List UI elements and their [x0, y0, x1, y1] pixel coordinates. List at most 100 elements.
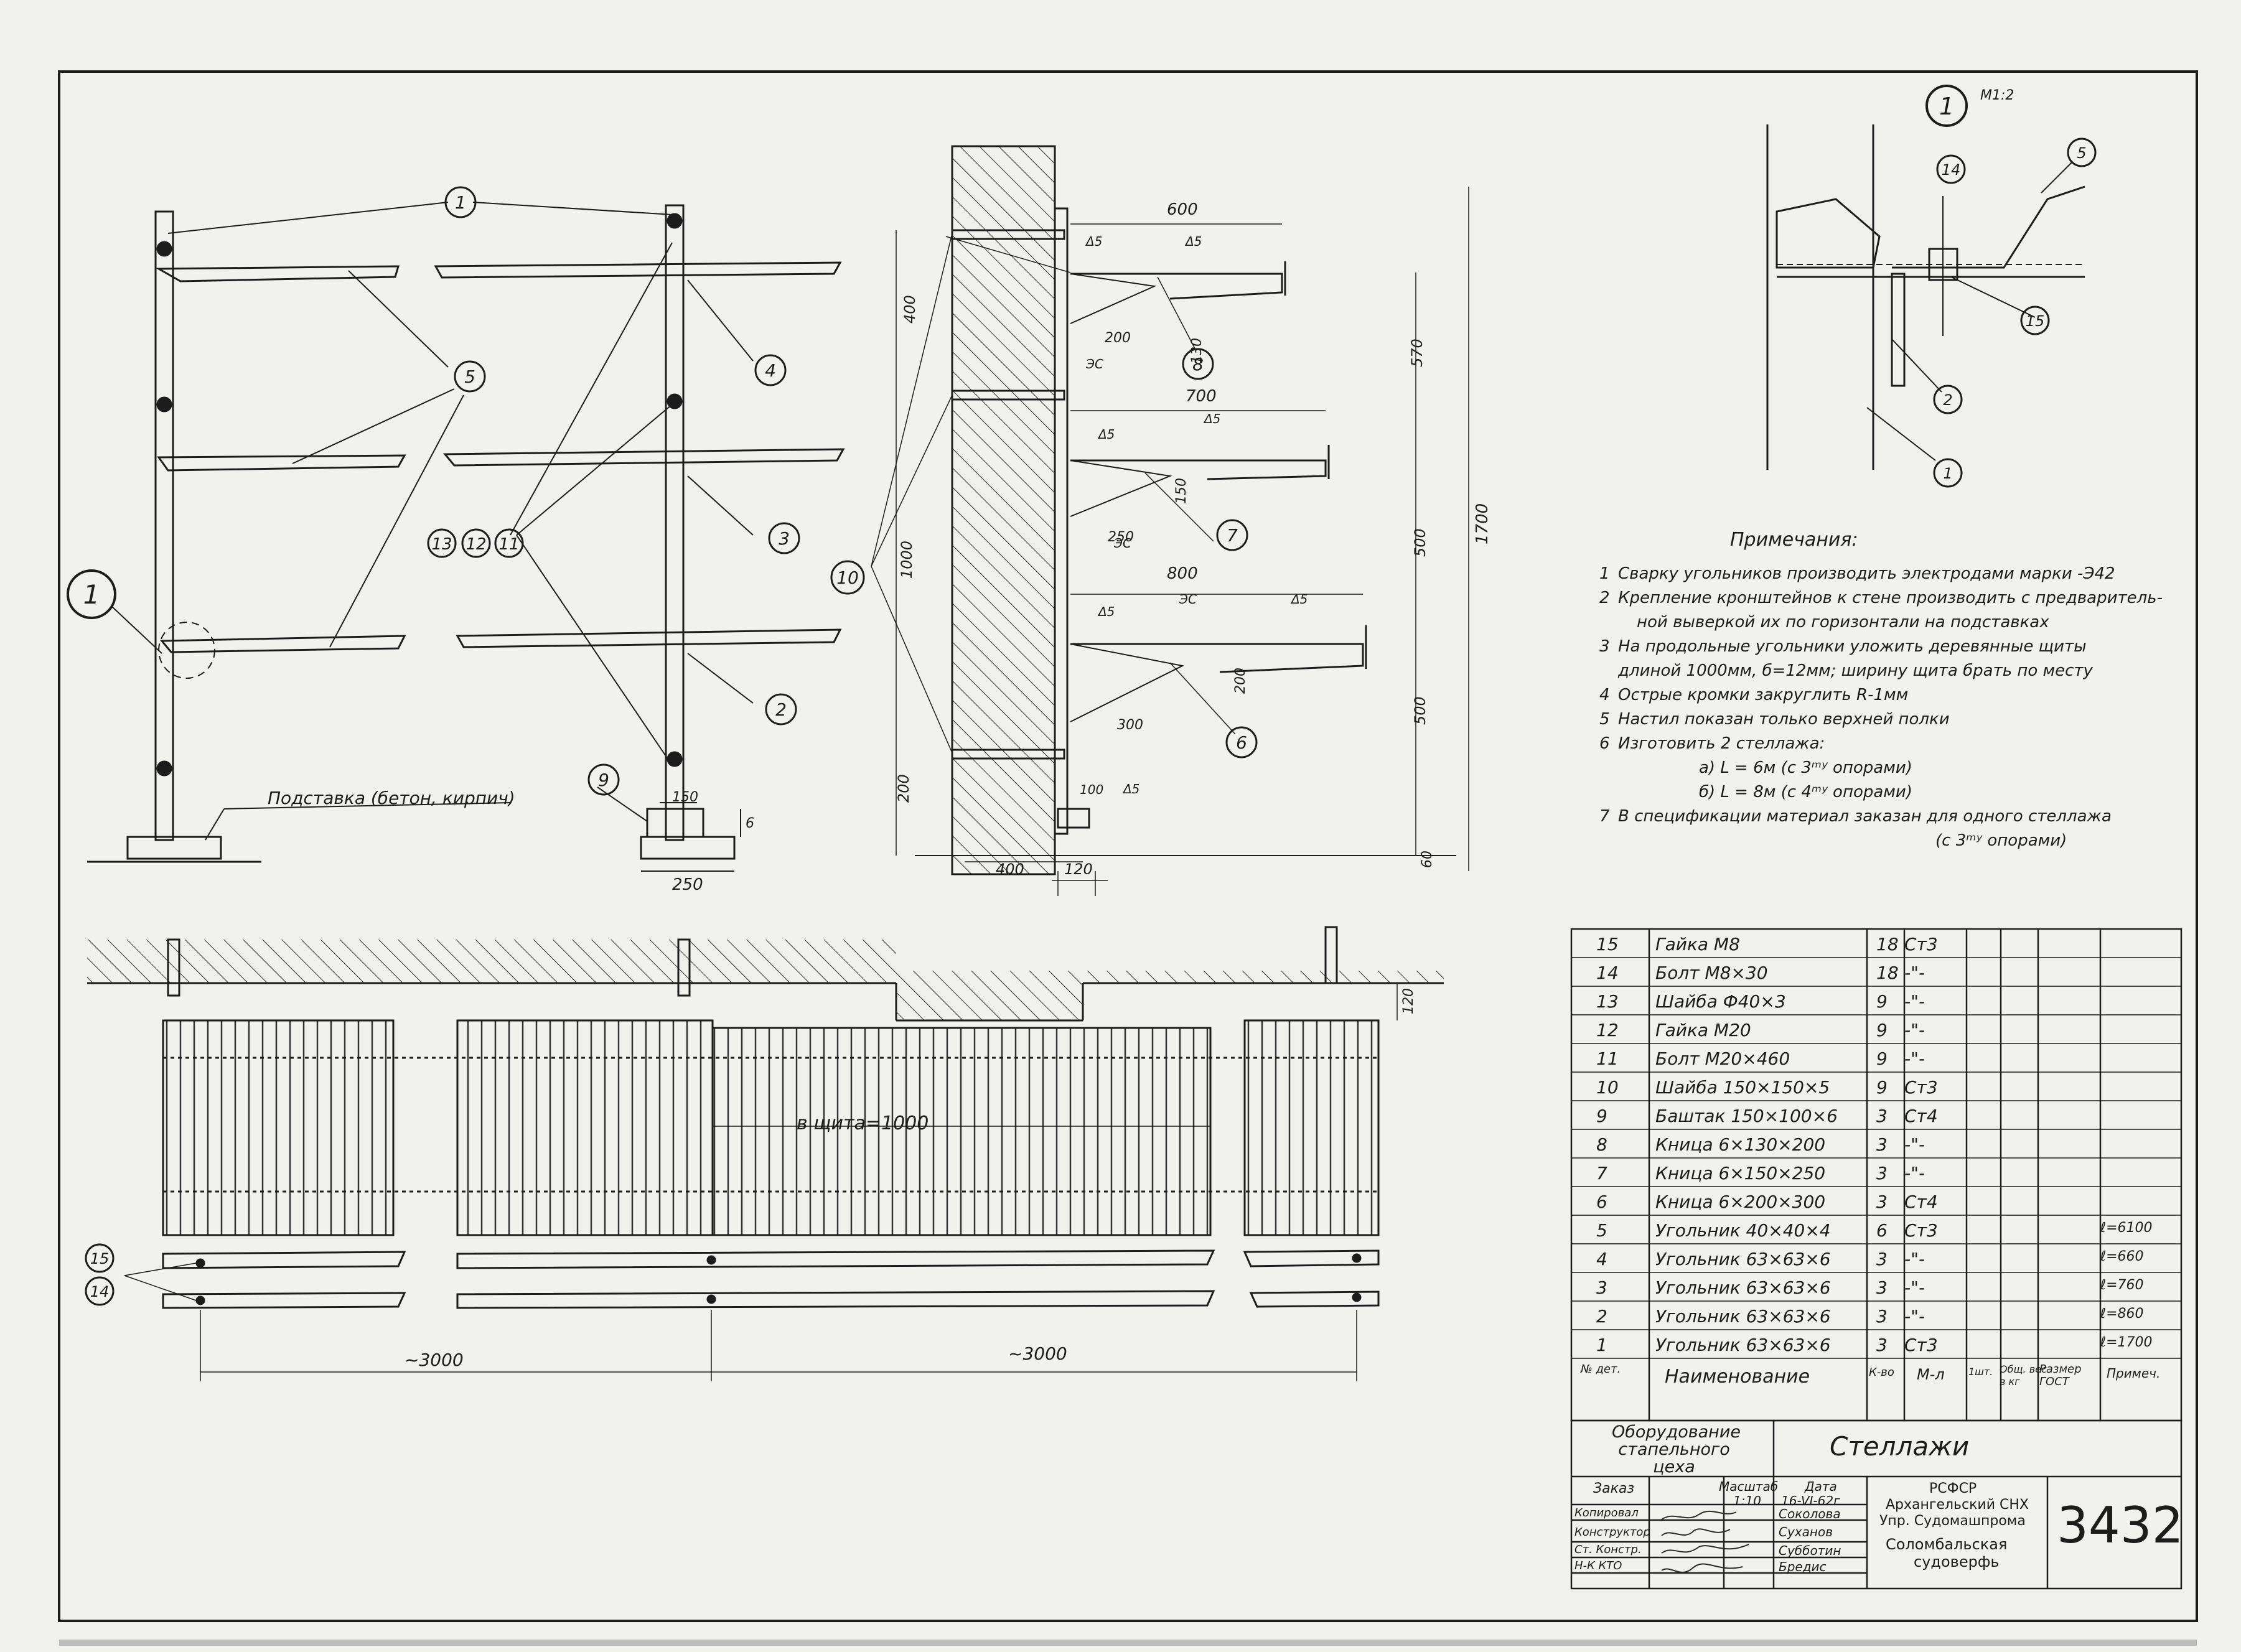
spec-cell-name: Кница 6×130×200 [1655, 1134, 1826, 1155]
spec-cell-qty: 3 [1876, 1335, 1888, 1355]
dim-150: 150 [672, 790, 698, 805]
name-senior: Субботин [1779, 1543, 1841, 1558]
spec-cell-note: ℓ=660 [2100, 1249, 2144, 1264]
header-unit: 1шт. [1968, 1366, 1993, 1378]
spec-cell-name: Угольник 63×63×6 [1655, 1277, 1831, 1298]
spec-cell-mat: Ст3 [1904, 1335, 1938, 1355]
drawing-number: 3432 [2057, 1496, 2184, 1554]
callout-4: 4 [765, 360, 776, 381]
header-size: Размер ГОСТ [2039, 1363, 2082, 1388]
callout-14: 14 [1942, 161, 1961, 179]
detail-scale: М1:2 [1980, 88, 2014, 103]
spec-cell-n: 14 [1596, 963, 1619, 983]
note-text: ной выверкой их по горизонтали на подста… [1637, 613, 2049, 632]
table-row: 6 Кница 6×200×300 3 Ст4 [1571, 1187, 2181, 1216]
spec-cell-qty: 3 [1876, 1249, 1888, 1269]
spec-cell-mat: -"- [1904, 1048, 1925, 1069]
role-designer: Конструктор [1574, 1526, 1650, 1539]
spec-cell-qty: 9 [1876, 1077, 1888, 1098]
note-text: Крепление кронштейнов к стене производит… [1618, 589, 2163, 607]
spec-cell-mat: Ст4 [1904, 1192, 1938, 1212]
spec-cell-n: 5 [1596, 1220, 1607, 1241]
spec-cell-name: Шайба 150×150×5 [1655, 1077, 1830, 1098]
callout-5: 5 [464, 366, 475, 387]
role-senior: Ст. Констр. [1574, 1543, 1642, 1556]
weld-mark: Δ5 [1184, 234, 1202, 249]
spec-cell-n: 12 [1596, 1020, 1619, 1040]
spec-cell-name: Гайка М20 [1655, 1020, 1751, 1040]
spec-cell-name: Кница 6×150×250 [1655, 1163, 1826, 1183]
spec-cell-n: 1 [1596, 1335, 1607, 1355]
spec-cell-n: 6 [1596, 1192, 1607, 1212]
dim-250: 250 [672, 875, 703, 894]
weld-mark: Δ5 [1085, 234, 1102, 249]
title-block-grid [1570, 1419, 2183, 1590]
note-number: 6 [1599, 734, 1610, 753]
sheet-frame [58, 70, 2198, 1622]
base-label: Подставка (бетон, кирпич) [268, 788, 515, 808]
dim-400-v: 400 [901, 295, 919, 324]
spec-cell-name: Угольник 40×40×4 [1655, 1220, 1831, 1241]
dim-400-h: 400 [996, 861, 1024, 878]
name-head: Бредис [1779, 1559, 1827, 1574]
spec-cell-qty: 3 [1876, 1163, 1888, 1183]
scale-value: 1:10 [1733, 1493, 1761, 1508]
dim-200-b: 200 [1233, 668, 1248, 694]
callout-7: 7 [1227, 525, 1238, 546]
name-designer: Суханов [1779, 1524, 1833, 1539]
span-left: ~3000 [405, 1350, 464, 1370]
note-item: б) L = 8м (с 4ᵐʸ опорами) [1680, 782, 1912, 803]
note-text: (с 3ᵐʸ опорами) [1935, 831, 2067, 850]
spec-cell-note: ℓ=760 [2100, 1277, 2144, 1293]
spec-cell-qty: 9 [1876, 991, 1888, 1012]
side-view [871, 145, 1469, 896]
callout-6: 6 [1236, 732, 1247, 753]
spec-cell-mat: -"- [1904, 991, 1925, 1012]
spec-cell-name: Угольник 63×63×6 [1655, 1335, 1831, 1355]
dim-600: 600 [1167, 200, 1198, 219]
spec-cell-mat: -"- [1904, 1134, 1925, 1155]
spec-cell-mat: Ст3 [1904, 1220, 1938, 1241]
spec-cell-name: Баштак 150×100×6 [1655, 1106, 1838, 1126]
note-text: Острые кромки закруглить R-1мм [1618, 686, 1909, 704]
spec-cell-qty: 18 [1876, 963, 1899, 983]
marker-es: ЭС [1113, 536, 1131, 551]
spec-table-rows [1571, 957, 2181, 1359]
spec-cell-qty: 3 [1876, 1277, 1888, 1298]
note-number: 3 [1599, 637, 1610, 656]
role-copied: Копировал [1574, 1506, 1639, 1519]
plan-view-labels: в щита=1000 ~3000 ~3000 120 15 14 [85, 988, 1416, 1370]
dim-100: 100 [1080, 782, 1103, 797]
weld-mark: Δ5 [1290, 592, 1308, 607]
spec-cell-qty: 3 [1876, 1192, 1888, 1212]
scale-label: Масштаб [1719, 1479, 1779, 1494]
role-head: Н-К КТО [1574, 1559, 1622, 1572]
weld-mark: Δ5 [1122, 782, 1139, 796]
org-2: Архангельский СНХ [1886, 1497, 2029, 1513]
notes-title: Примечания: [1730, 529, 1858, 551]
spec-cell-mat: -"- [1904, 963, 1925, 983]
spec-cell-name: Кница 6×200×300 [1655, 1192, 1826, 1212]
spec-cell-mat: -"- [1904, 1163, 1925, 1183]
span-right: ~3000 [1008, 1343, 1067, 1364]
dim-200-a: 200 [1105, 330, 1131, 346]
spec-cell-name: Угольник 63×63×6 [1655, 1306, 1831, 1327]
spec-cell-mat: -"- [1904, 1277, 1925, 1298]
callout-14: 14 [90, 1283, 110, 1300]
callout-10: 10 [836, 567, 859, 588]
spec-cell-n: 10 [1596, 1077, 1619, 1098]
org-4: Соломбальская [1886, 1536, 2008, 1553]
spec-cell-n: 8 [1596, 1134, 1607, 1155]
note-number: 5 [1599, 710, 1610, 729]
callout-15: 15 [90, 1250, 110, 1267]
spec-cell-mat: Ст4 [1904, 1106, 1938, 1126]
callout-2: 2 [1943, 391, 1952, 409]
